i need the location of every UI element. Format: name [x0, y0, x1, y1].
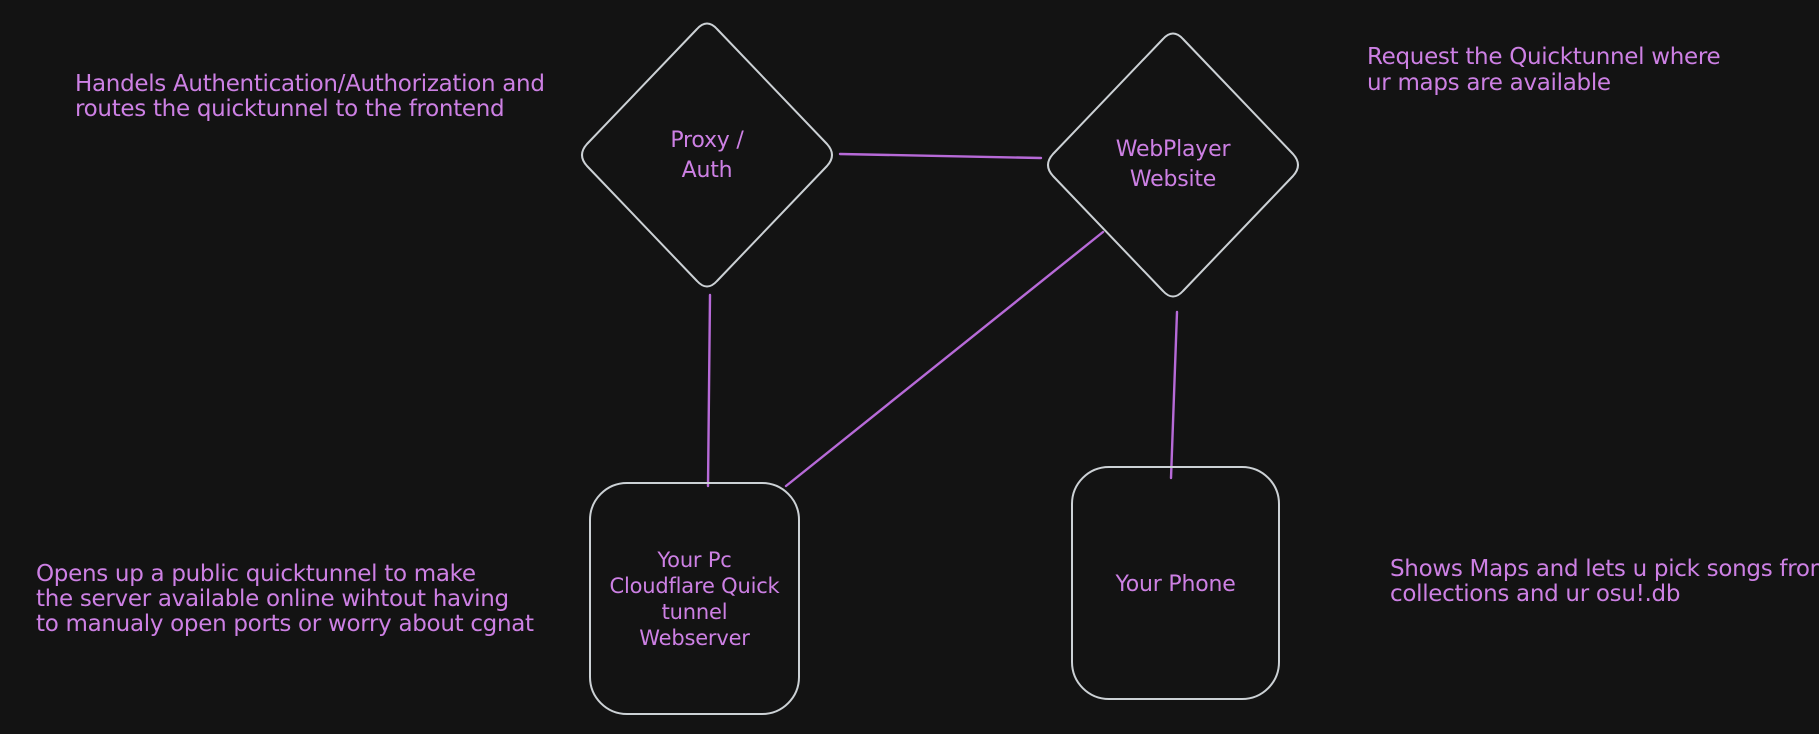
- connector-proxy-to-your-pc[interactable]: [706, 293, 712, 488]
- diamond-webplayer-website[interactable]: [1047, 32, 1299, 298]
- diamond-proxy-auth[interactable]: [581, 22, 833, 288]
- connector-proxy-to-webplayer[interactable]: [838, 152, 1043, 160]
- annotation-line: the server available online wihtout havi…: [36, 586, 509, 612]
- node-label-line: Proxy /: [670, 128, 744, 153]
- node-label-line: Website: [1129, 167, 1217, 192]
- node-label-webplayer-website: WebPlayer Website: [1043, 135, 1303, 195]
- rect-your-pc[interactable]: [589, 482, 800, 715]
- connector-webplayer-to-your-pc[interactable]: [784, 230, 1105, 488]
- annotation-your-pc-note[interactable]: Opens up a public quicktunnel to make th…: [36, 562, 534, 637]
- rect-your-phone[interactable]: [1071, 466, 1280, 700]
- node-label-line: WebPlayer: [1115, 137, 1231, 162]
- annotation-your-phone-note[interactable]: Shows Maps and lets u pick songs from co…: [1390, 557, 1819, 607]
- annotation-line: to manualy open ports or worry about cgn…: [36, 611, 534, 637]
- annotation-webplayer-note[interactable]: Request the Quicktunnel where ur maps ar…: [1367, 44, 1721, 96]
- annotation-line: Request the Quicktunnel where: [1367, 44, 1721, 70]
- node-label-line: tunnel: [661, 600, 728, 624]
- node-label-line: Webserver: [639, 626, 750, 650]
- node-label-proxy-auth: Proxy / Auth: [577, 126, 837, 186]
- node-label-line: Your Phone: [1115, 572, 1236, 597]
- node-label-line: Auth: [681, 158, 733, 183]
- annotation-line: Handels Authentication/Authorization and: [75, 71, 545, 97]
- node-label-your-phone: Your Phone: [1072, 572, 1279, 598]
- annotation-line: Opens up a public quicktunnel to make: [36, 561, 476, 587]
- annotation-line: routes the quicktunnel to the frontend: [75, 96, 505, 122]
- annotation-line: collections and ur osu!.db: [1390, 581, 1681, 607]
- annotation-line: ur maps are available: [1367, 70, 1611, 96]
- node-label-line: Your Pc: [657, 548, 732, 572]
- node-label-line: Cloudflare Quick: [609, 574, 780, 598]
- node-label-your-pc: Your Pc Cloudflare Quick tunnel Webserve…: [590, 547, 799, 651]
- annotation-proxy-auth-note[interactable]: Handels Authentication/Authorization and…: [75, 72, 545, 122]
- connector-webplayer-to-your-phone[interactable]: [1169, 310, 1179, 480]
- annotation-line: Shows Maps and lets u pick songs from: [1390, 556, 1819, 582]
